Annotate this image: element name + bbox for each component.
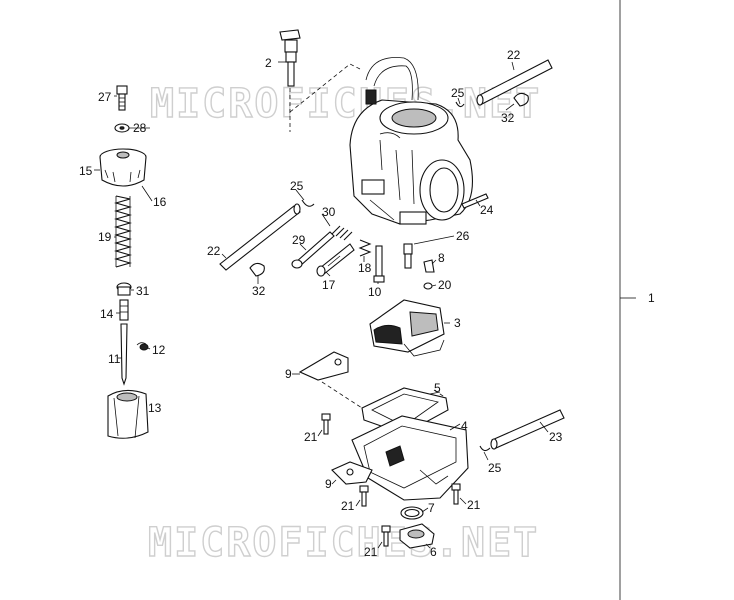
callout-10: 10 — [368, 285, 382, 299]
clamp-32-top — [513, 92, 529, 107]
clip-25-top — [455, 101, 465, 108]
callout-21-a: 21 — [304, 430, 318, 444]
jet-26 — [403, 243, 413, 269]
pin-24 — [461, 193, 489, 209]
callout-30: 30 — [322, 205, 336, 219]
hose-22-left — [219, 203, 301, 271]
callout-32-top: 32 — [501, 111, 515, 125]
hose-22-top — [476, 59, 553, 106]
clip-25-mid — [301, 199, 315, 207]
callout-21-d: 21 — [364, 545, 378, 559]
callout-15: 15 — [79, 164, 93, 178]
callout-18: 18 — [358, 261, 372, 275]
callout-16: 16 — [153, 195, 167, 209]
screw-21-d — [381, 525, 391, 547]
clip-31 — [116, 282, 132, 296]
needle-11 — [120, 323, 128, 386]
clamp-32-left — [249, 262, 265, 277]
watermark-top: MICROFICHES.NET — [150, 81, 541, 127]
washer-28 — [114, 123, 130, 133]
spring-19 — [113, 195, 133, 268]
callout-6: 6 — [430, 545, 437, 559]
callout-26: 26 — [456, 229, 470, 243]
spring-18 — [358, 239, 372, 257]
callout-9-top: 9 — [285, 367, 292, 381]
callout-19: 19 — [98, 230, 112, 244]
callout-21-c: 21 — [467, 498, 481, 512]
callout-17: 17 — [322, 278, 336, 292]
callout-20: 20 — [438, 278, 452, 292]
screw-27 — [116, 85, 128, 111]
jet-8 — [423, 259, 435, 273]
screw-21-a — [321, 413, 331, 435]
callout-2: 2 — [265, 56, 272, 70]
callout-22-top: 22 — [507, 48, 521, 62]
callout-25-top: 25 — [451, 86, 465, 100]
callout-32-left: 32 — [252, 284, 266, 298]
callout-9-low: 9 — [325, 477, 332, 491]
callout-28: 28 — [133, 121, 147, 135]
callout-12: 12 — [152, 343, 166, 357]
clip-25-low — [479, 445, 491, 452]
float-bowl-4 — [351, 415, 469, 501]
callout-11: 11 — [108, 352, 121, 366]
hose-23 — [490, 409, 565, 450]
callout-25-mid: 25 — [290, 179, 304, 193]
o-ring-20 — [423, 282, 433, 290]
callout-29: 29 — [292, 233, 306, 247]
watermark-bottom: MICROFICHES.NET — [148, 520, 539, 566]
o-ring-7 — [400, 506, 424, 520]
jet-10 — [373, 245, 385, 283]
clip-12 — [136, 342, 149, 351]
cap-15 — [99, 148, 147, 187]
callout-23: 23 — [549, 430, 563, 444]
carburetor-body — [349, 57, 473, 225]
callout-1: 1 — [648, 291, 655, 305]
drain-plug-6 — [399, 523, 435, 549]
callout-4: 4 — [461, 419, 468, 433]
plate-9-top — [298, 351, 349, 381]
callout-22-left: 22 — [207, 244, 221, 258]
plate-9-low — [331, 461, 373, 485]
callout-21-b: 21 — [341, 499, 355, 513]
screw-2 — [279, 29, 301, 87]
callout-14: 14 — [100, 307, 114, 321]
callout-5: 5 — [434, 381, 441, 395]
callout-27: 27 — [98, 90, 112, 104]
callout-31: 31 — [136, 284, 150, 298]
callout-25-low: 25 — [488, 461, 502, 475]
slide-13 — [107, 389, 149, 439]
callout-13: 13 — [148, 401, 162, 415]
spring-30 — [331, 225, 353, 241]
screw-17 — [316, 243, 355, 277]
screw-21-b — [359, 485, 369, 507]
callout-24: 24 — [480, 203, 494, 217]
holder-14 — [119, 299, 129, 321]
callout-3: 3 — [454, 316, 461, 330]
screw-29 — [291, 231, 335, 269]
float-3 — [369, 299, 445, 357]
callout-7: 7 — [428, 501, 435, 515]
callout-8: 8 — [438, 251, 445, 265]
screw-21-c — [451, 483, 461, 505]
